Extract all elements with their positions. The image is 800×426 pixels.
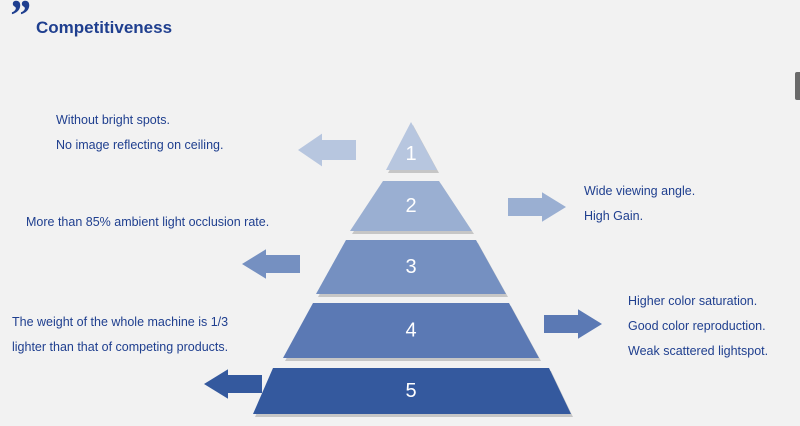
pyramid-level-label: 1 xyxy=(405,143,416,165)
note-level-5: The weight of the whole machine is 1/3 l… xyxy=(12,310,228,360)
note-line: lighter than that of competing products. xyxy=(12,340,229,354)
arrow-left-icon xyxy=(242,249,300,279)
arrow-left-icon xyxy=(204,369,262,399)
quote-mark-icon: ” xyxy=(8,0,30,40)
note-level-1: Without bright spots. No image reflectin… xyxy=(56,108,223,158)
pyramid-level-5: 5 xyxy=(253,368,573,417)
pyramid-level-label: 2 xyxy=(405,195,416,217)
pyramid-level-label: 5 xyxy=(405,380,416,402)
note-level-3: More than 85% ambient light occlusion ra… xyxy=(26,210,269,235)
note-line: Without bright spots. xyxy=(56,113,170,127)
note-line: The weight of the whole machine is 1/3 xyxy=(12,315,229,329)
note-level-4: Higher color saturation. Good color repr… xyxy=(628,289,768,364)
note-line: Weak scattered lightspot. xyxy=(628,344,769,358)
arrow-right-icon xyxy=(544,309,602,339)
note-line: No image reflecting on ceiling. xyxy=(56,138,224,152)
scroll-handle[interactable] xyxy=(795,72,800,100)
pyramid-level-shape xyxy=(283,303,539,358)
note-line: High Gain. xyxy=(584,209,644,223)
pyramid-level-shape xyxy=(350,181,472,231)
pyramid-level-4: 4 xyxy=(283,303,541,361)
pyramid-level-1: 1 xyxy=(386,122,439,173)
note-line: More than 85% ambient light occlusion ra… xyxy=(26,215,270,229)
note-line: Wide viewing angle. xyxy=(584,184,696,198)
pyramid-level-2: 2 xyxy=(350,181,474,234)
note-line: Higher color saturation. xyxy=(628,294,758,308)
arrow-right-icon xyxy=(508,192,566,222)
note-level-2: Wide viewing angle. High Gain. xyxy=(584,179,695,229)
note-line: Good color reproduction. xyxy=(628,319,766,333)
pyramid-level-label: 3 xyxy=(405,256,416,278)
pyramid-level-shape xyxy=(253,368,571,414)
arrow-left-icon xyxy=(298,133,356,167)
pyramid-level-shape xyxy=(386,122,437,170)
pyramid-level-label: 4 xyxy=(405,320,416,342)
page-title: Competitiveness xyxy=(36,18,173,37)
pyramid-level-shape xyxy=(316,240,506,294)
pyramid-level-3: 3 xyxy=(316,240,508,297)
